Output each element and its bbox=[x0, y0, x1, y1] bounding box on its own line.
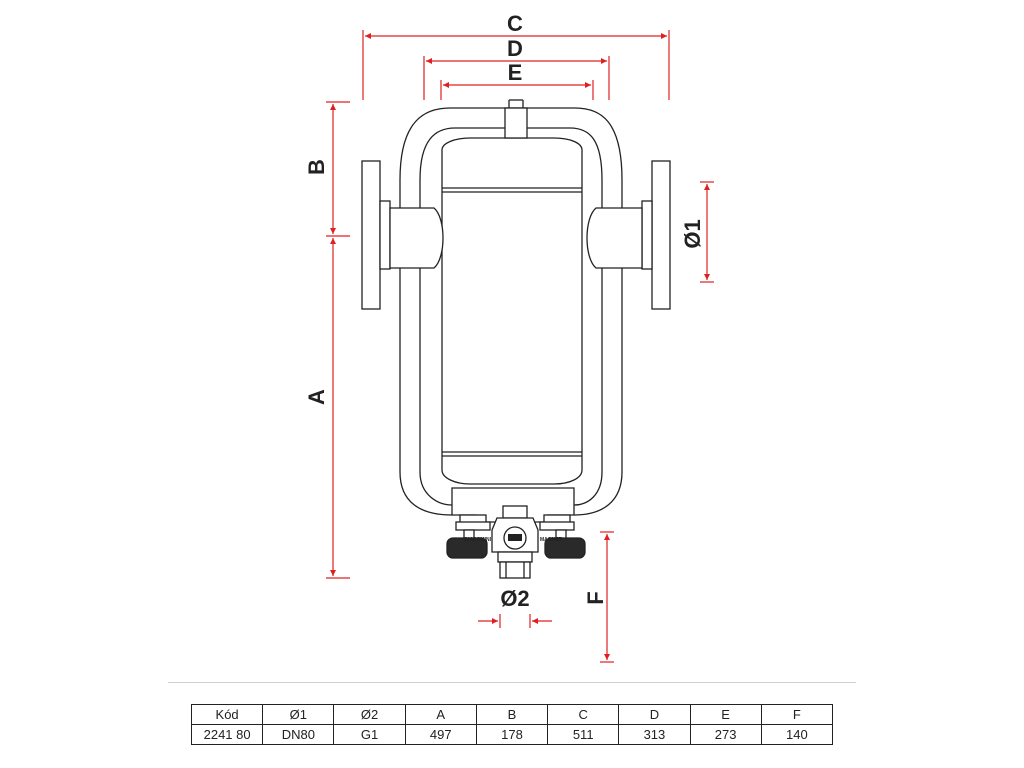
left-nozzle bbox=[389, 207, 444, 269]
dim-label-drain-diameter: Ø2 bbox=[500, 586, 529, 611]
table-cell: 140 bbox=[760, 724, 834, 745]
dim-label-f: F bbox=[583, 591, 608, 604]
logo-left-text: GIACOMINI bbox=[464, 537, 492, 543]
lower-pipe-right-outer bbox=[573, 268, 623, 516]
table-header-cell: E bbox=[689, 704, 762, 725]
dimension-lines bbox=[326, 30, 714, 663]
right-flange-neck bbox=[641, 200, 653, 270]
table-row: 2241 80 DN80 G1 497 178 511 313 273 140 bbox=[190, 724, 834, 745]
separator-body bbox=[361, 99, 671, 579]
left-flange bbox=[361, 160, 381, 310]
lower-pipe-left-outer bbox=[399, 268, 453, 516]
lower-pipe-right bbox=[573, 268, 603, 506]
table-cell: G1 bbox=[333, 724, 406, 745]
logo-mark bbox=[508, 534, 522, 541]
top-vent-socket bbox=[504, 107, 528, 139]
spec-table: Kód Ø1 Ø2 A B C D E F 2241 80 DN80 G1 49… bbox=[190, 704, 834, 745]
table-header-cell: C bbox=[547, 704, 620, 725]
table-cell: DN80 bbox=[262, 724, 335, 745]
table-cell: 511 bbox=[547, 724, 620, 745]
table-header-cell: D bbox=[618, 704, 691, 725]
table-separator-line bbox=[168, 682, 856, 683]
table-header-cell: Ø1 bbox=[262, 704, 335, 725]
table-header-cell: B bbox=[475, 704, 549, 725]
right-nozzle bbox=[586, 207, 643, 269]
drain-outlet bbox=[499, 561, 531, 579]
table-header-cell: Ø2 bbox=[333, 704, 406, 725]
table-cell: 273 bbox=[689, 724, 762, 745]
table-header-cell: Kód bbox=[190, 704, 264, 725]
dim-label-inlet-diameter: Ø1 bbox=[680, 219, 705, 248]
logo-right-text: MAGNET bbox=[540, 537, 562, 543]
table-cell: 2241 80 bbox=[190, 724, 264, 745]
right-flange bbox=[651, 160, 671, 310]
table-cell: 313 bbox=[618, 724, 691, 745]
table-cell: 497 bbox=[404, 724, 477, 745]
table-header-row: Kód Ø1 Ø2 A B C D E F bbox=[190, 704, 834, 725]
dim-label-b: B bbox=[304, 159, 329, 175]
left-flange-neck bbox=[379, 200, 391, 270]
table-header-cell: F bbox=[760, 704, 834, 725]
dim-label-a: A bbox=[304, 389, 329, 405]
vessel-shell bbox=[441, 137, 583, 485]
dim-label-e: E bbox=[508, 60, 523, 85]
lower-pipe-left bbox=[419, 268, 453, 506]
table-header-cell: A bbox=[404, 704, 477, 725]
table-cell: 178 bbox=[475, 724, 549, 745]
dim-label-d: D bbox=[507, 36, 523, 61]
dim-label-c: C bbox=[507, 11, 523, 36]
